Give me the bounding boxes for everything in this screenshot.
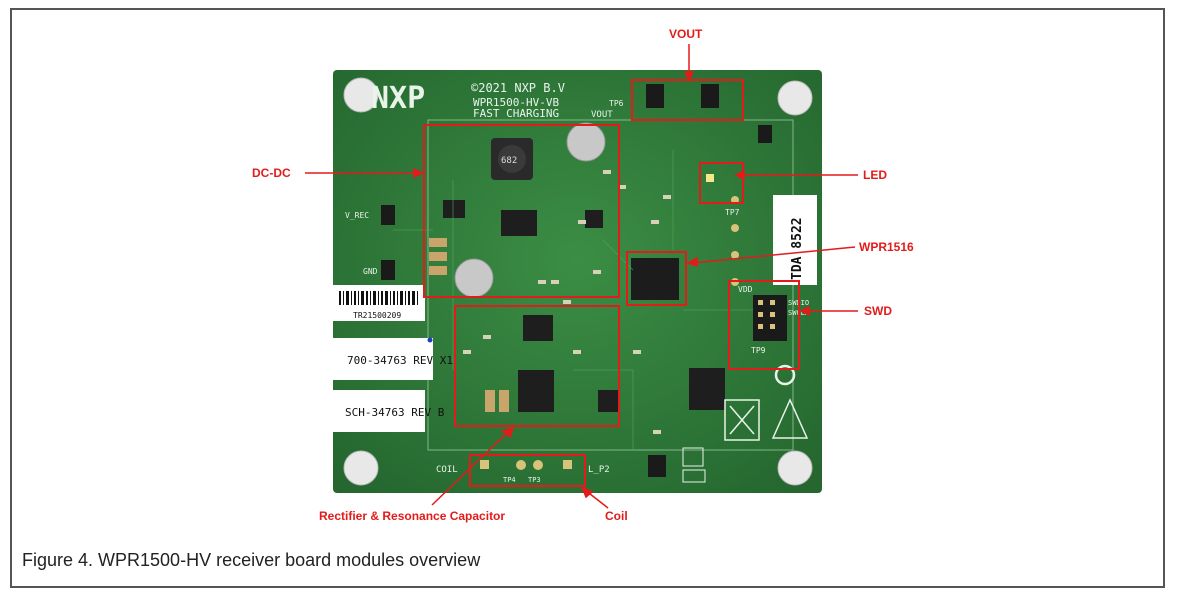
rev-sticker	[333, 338, 433, 380]
ic	[501, 210, 537, 236]
warning-mark	[771, 398, 809, 439]
callout-rectifier: Rectifier & Resonance Capacitor	[319, 509, 506, 523]
header-pin	[758, 125, 772, 143]
silk-tp7: TP7	[725, 208, 740, 217]
mounting-hole	[777, 80, 813, 116]
silk-gnd: GND	[363, 267, 378, 276]
led	[706, 174, 714, 182]
silk-coil: COIL	[436, 465, 458, 475]
silk-vdd: VDD	[738, 285, 753, 294]
tda-sticker	[773, 195, 817, 285]
callout-coil: Coil	[605, 509, 628, 523]
sch-sticker-text: SCH-34763 REV B	[345, 406, 445, 419]
ic	[523, 315, 553, 341]
mounting-hole	[343, 450, 379, 486]
silk-vout: VOUT	[591, 110, 613, 120]
rev-sticker-text: 700-34763 REV X1	[347, 354, 453, 367]
vout-header-pin	[646, 84, 664, 108]
svg-text:682: 682	[501, 156, 517, 166]
silk-tp3: TP3	[528, 476, 541, 484]
silk-tp6: TP6	[609, 99, 624, 108]
barcode-text: TR21500209	[353, 311, 401, 320]
ic	[689, 368, 725, 410]
callout-wpr1516: WPR1516	[859, 240, 914, 254]
silk-fast-charging: FAST CHARGING	[473, 107, 559, 120]
silk-v-rec: V_REC	[345, 211, 369, 220]
led-box	[699, 162, 744, 204]
mounting-hole	[777, 450, 813, 486]
v-rec-header	[381, 205, 395, 225]
callout-led: LED	[863, 168, 887, 182]
weee-mark	[724, 399, 760, 441]
coil-box	[469, 454, 586, 487]
mounting-hole	[343, 77, 379, 113]
swd-box	[728, 280, 800, 370]
callout-dcdc: DC-DC	[252, 166, 291, 180]
silk-coil-p2: L_P2	[588, 465, 610, 475]
silk-tp4: TP4	[503, 476, 516, 484]
rectifier-box	[454, 305, 620, 427]
silk-model: WPR1500-HV-VB	[473, 96, 559, 109]
dcdc-box	[423, 124, 620, 298]
wpr1516-ic	[631, 258, 679, 300]
nxp-logo: NXP	[371, 81, 425, 116]
silk-tp9: TP9	[751, 346, 766, 355]
sch-sticker	[333, 390, 425, 432]
vout-box	[631, 79, 744, 121]
callout-swd: SWD	[864, 304, 892, 318]
ic	[518, 370, 554, 412]
wpr1516-box	[626, 251, 687, 306]
electrolytic-capacitor	[566, 122, 606, 162]
gnd-header	[381, 260, 395, 280]
callout-vout: VOUT	[669, 27, 703, 41]
vout-header-pin	[701, 84, 719, 108]
silk-copyright: ©2021 NXP B.V	[471, 81, 565, 95]
figure-caption: Figure 4. WPR1500-HV receiver board modu…	[22, 550, 481, 570]
tda-sticker-text: TDA 8522	[790, 217, 805, 280]
